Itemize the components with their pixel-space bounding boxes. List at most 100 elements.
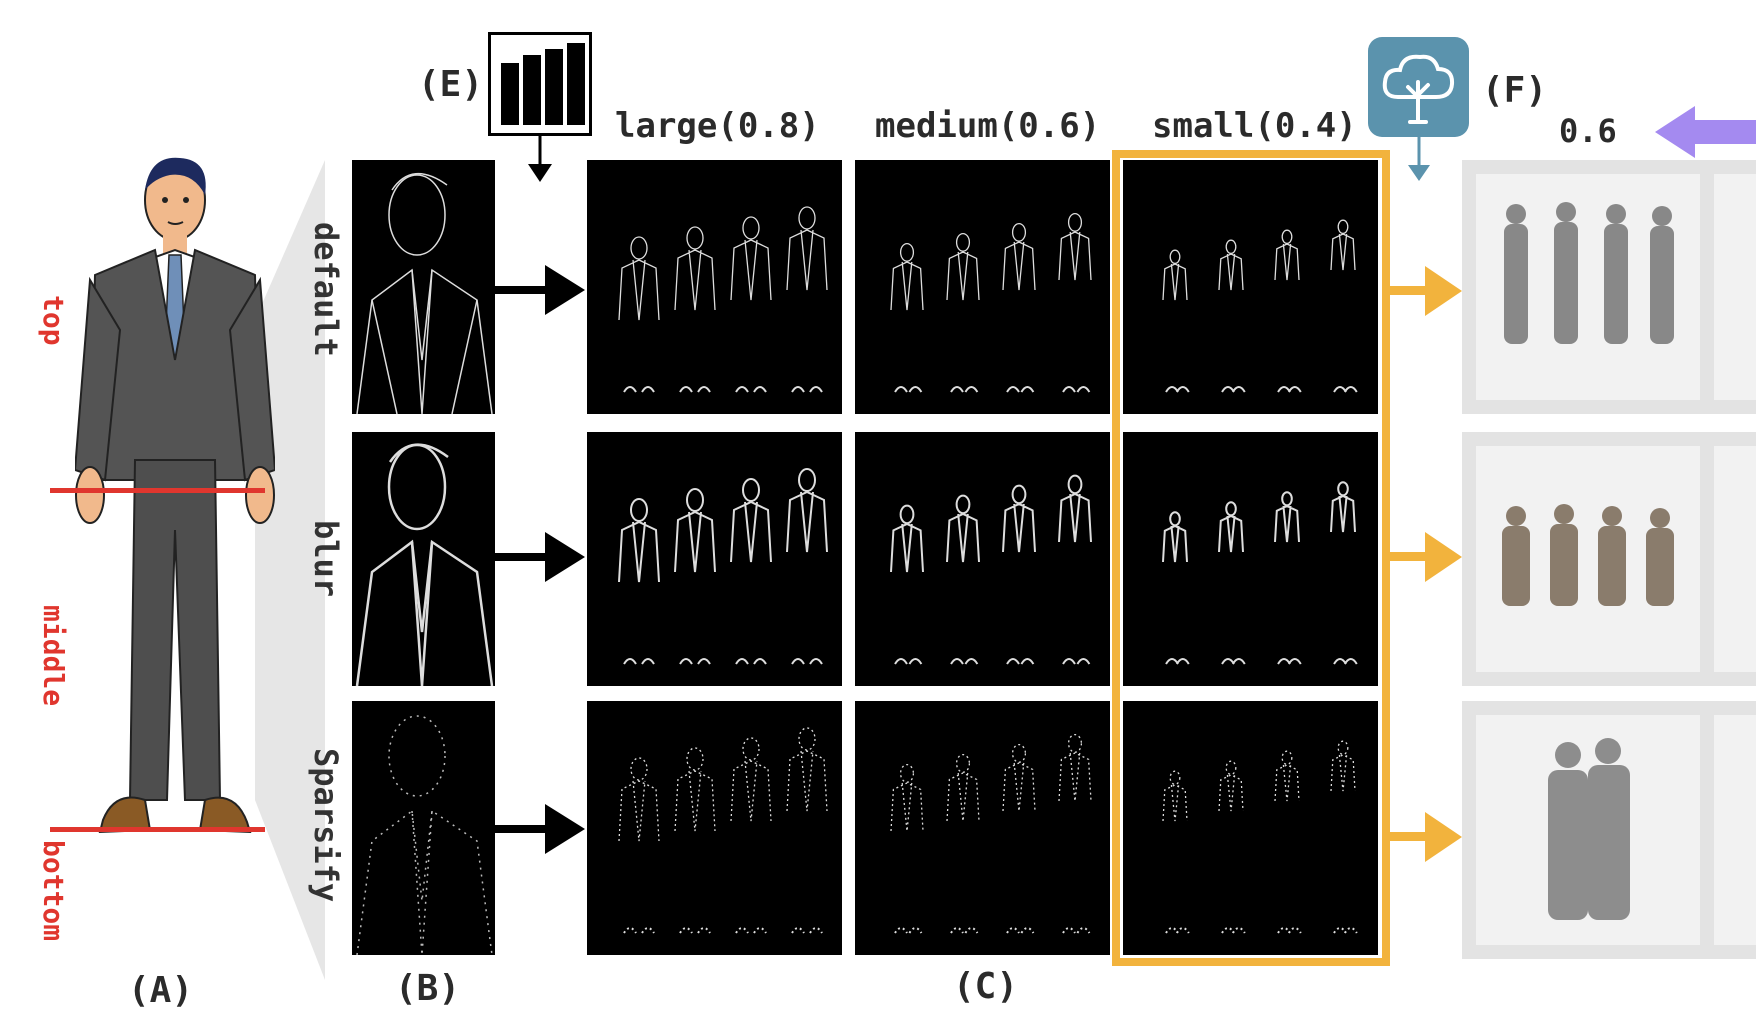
sketch-shoes xyxy=(1006,658,1035,665)
output-photo-1b xyxy=(1714,174,1756,400)
region-top-label: top xyxy=(37,295,70,346)
sketch-figure xyxy=(1162,770,1188,822)
sketch-figure xyxy=(1002,222,1036,291)
arrow-row3 xyxy=(495,804,585,854)
sketch-shoes xyxy=(1277,658,1302,665)
sketch-shoes xyxy=(679,658,711,665)
output-photo-2 xyxy=(1476,446,1700,672)
cloud-down-arrow xyxy=(1408,137,1430,181)
sketch-figure xyxy=(1330,219,1356,271)
output-photo-1 xyxy=(1476,174,1700,400)
sketch-shoes xyxy=(1333,927,1358,934)
output-photo-2b xyxy=(1714,446,1756,672)
sketch-shoes xyxy=(791,386,823,393)
scale-large-header: large(0.8) xyxy=(615,106,820,146)
sketch-figure xyxy=(618,498,660,583)
middle-bottom-divider xyxy=(50,827,265,832)
sketch-figure xyxy=(1274,491,1300,543)
region-bottom-label: bottom xyxy=(37,840,70,942)
sketch-shoes xyxy=(1165,927,1190,934)
sketch-shoes xyxy=(950,386,979,393)
sketch-default xyxy=(352,160,495,415)
sketch-figure xyxy=(1002,743,1036,812)
sketch-figure xyxy=(1274,229,1300,281)
sketch-figure xyxy=(1218,501,1244,553)
sketch-shoes xyxy=(791,658,823,665)
sketch-figure xyxy=(1058,474,1092,543)
sketch-shoes xyxy=(894,927,923,934)
sketch-shoes xyxy=(1333,658,1358,665)
tree-cloud-icon xyxy=(1368,37,1469,137)
sketch-shoes xyxy=(735,386,767,393)
sketch-shoes xyxy=(1062,386,1091,393)
orange-arrow-row1 xyxy=(1390,266,1462,316)
sketch-figure xyxy=(786,727,828,812)
sketch-figure xyxy=(946,494,980,563)
sketch-figure xyxy=(1162,249,1188,301)
scaled-sketch-panel xyxy=(855,432,1110,686)
sketch-shoes xyxy=(1062,927,1091,934)
scaled-sketch-panel xyxy=(1123,432,1378,686)
scale-medium-header: medium(0.6) xyxy=(875,106,1101,146)
row-label-sparsify: Sparsify xyxy=(307,748,345,903)
arrow-row1 xyxy=(495,265,585,315)
label-b: (B) xyxy=(395,968,461,1009)
sketch-figure xyxy=(730,737,772,822)
sketch-figure xyxy=(674,747,716,832)
scaled-sketch-panel xyxy=(855,160,1110,414)
sketch-shoes xyxy=(1221,386,1246,393)
sketch-figure xyxy=(730,478,772,563)
scaled-sketch-panel xyxy=(587,160,842,414)
output-row2 xyxy=(1462,432,1756,686)
sketch-shoes xyxy=(1006,386,1035,393)
histogram-down-arrow xyxy=(528,136,552,182)
sketch-shoes xyxy=(894,386,923,393)
arrow-row2 xyxy=(495,532,585,582)
sketch-figure xyxy=(1218,239,1244,291)
output-row1 xyxy=(1462,160,1756,414)
output-photo-3 xyxy=(1476,715,1700,945)
region-middle-label: middle xyxy=(37,605,70,707)
scaled-sketch-panel xyxy=(855,701,1110,955)
sketch-figure xyxy=(1274,750,1300,802)
sketch-shoes xyxy=(1062,658,1091,665)
sketch-shoes xyxy=(735,927,767,934)
sketch-figure xyxy=(1330,481,1356,533)
sketch-figure xyxy=(1002,484,1036,553)
sketch-shoes xyxy=(1221,658,1246,665)
top-middle-divider xyxy=(50,488,265,493)
scaled-sketch-panel xyxy=(1123,701,1378,955)
label-a: (A) xyxy=(128,970,194,1011)
orange-arrow-row3 xyxy=(1390,812,1462,862)
sketch-figure xyxy=(1162,511,1188,563)
sketch-shoes xyxy=(1165,658,1190,665)
sketch-figure xyxy=(890,763,924,832)
sketch-shoes xyxy=(1006,927,1035,934)
sketch-shoes xyxy=(679,386,711,393)
sketch-figure xyxy=(618,236,660,321)
sketch-figure xyxy=(786,468,828,553)
output-photo-3b xyxy=(1714,715,1756,945)
sketch-sparsify xyxy=(352,701,495,956)
sketch-shoes xyxy=(1277,386,1302,393)
sketch-blur xyxy=(352,432,495,687)
sketch-figure xyxy=(786,206,828,291)
sketch-shoes xyxy=(1277,927,1302,934)
output-row3 xyxy=(1462,701,1756,959)
scaled-sketch-panel xyxy=(587,432,842,686)
sketch-shoes xyxy=(791,927,823,934)
label-f: (F) xyxy=(1482,70,1548,111)
sketch-shoes xyxy=(679,927,711,934)
sketch-figure xyxy=(674,488,716,573)
sketch-shoes xyxy=(1165,386,1190,393)
purple-arrow xyxy=(1655,106,1756,158)
sketch-shoes xyxy=(1333,386,1358,393)
scaled-sketch-panel xyxy=(587,701,842,955)
sketch-shoes xyxy=(1221,927,1246,934)
sketch-figure xyxy=(730,216,772,301)
sketch-figure xyxy=(946,232,980,301)
row-label-default: default xyxy=(307,222,345,357)
man-figure xyxy=(75,157,275,834)
sketch-figure xyxy=(946,753,980,822)
sketch-shoes xyxy=(623,927,655,934)
